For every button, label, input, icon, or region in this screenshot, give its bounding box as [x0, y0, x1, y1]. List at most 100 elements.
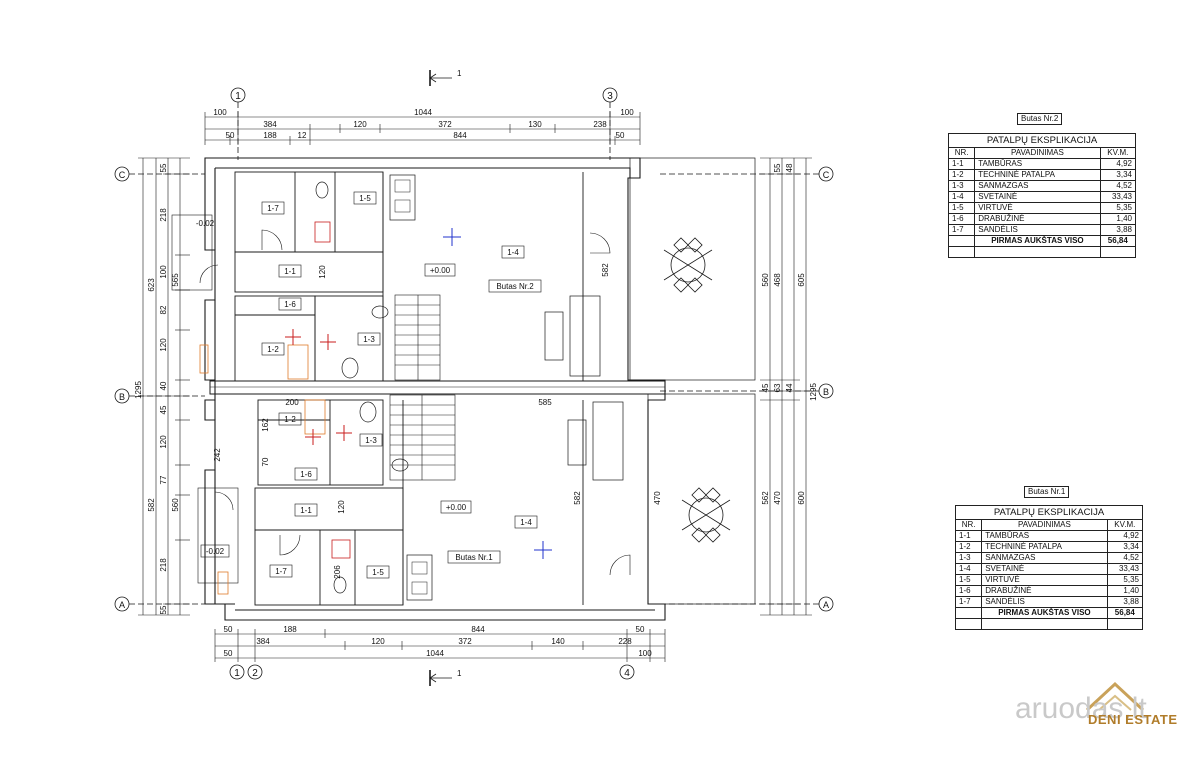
axis-marker-row-c-right: C — [660, 166, 834, 182]
svg-text:50: 50 — [616, 131, 625, 140]
table2-header-nr: NR. — [947, 147, 976, 159]
axis-marker-row-b-right: B — [660, 383, 834, 399]
table2-caption: Butas Nr.2 — [1017, 113, 1063, 125]
svg-text:238: 238 — [593, 120, 607, 129]
svg-text:120: 120 — [159, 435, 168, 449]
svg-text:1: 1 — [234, 668, 240, 679]
svg-text:A: A — [119, 600, 125, 610]
apartment-1-plan — [197, 394, 631, 606]
svg-text:623: 623 — [147, 278, 156, 292]
svg-text:100: 100 — [620, 108, 634, 117]
apt2-boiler — [287, 344, 309, 380]
building-walls — [204, 157, 756, 621]
svg-text:100: 100 — [638, 649, 652, 658]
axis-marker-bottom-1: 1 — [229, 664, 245, 680]
svg-text:55: 55 — [773, 163, 782, 172]
svg-text:600: 600 — [797, 491, 806, 505]
svg-text:3: 3 — [607, 91, 613, 102]
apt2-stairs — [394, 294, 441, 381]
svg-text:A: A — [823, 600, 829, 610]
svg-text:565: 565 — [171, 273, 180, 287]
svg-text:585: 585 — [538, 398, 552, 407]
svg-text:470: 470 — [653, 491, 662, 505]
svg-text:63: 63 — [773, 383, 782, 392]
table1-caption: Butas Nr.1 — [1024, 486, 1070, 498]
apt1-label: Butas Nr.1 — [455, 553, 493, 562]
svg-text:120: 120 — [371, 637, 385, 646]
apt1-stairs — [389, 394, 456, 481]
table1-header-nr: NR. — [954, 519, 983, 531]
dimensions-left: 1295 623 582 55 218 100 82 120 40 45 120… — [134, 157, 222, 616]
svg-text:50: 50 — [226, 131, 235, 140]
svg-text:45: 45 — [159, 405, 168, 414]
section-mark-top: 1 — [429, 69, 462, 86]
svg-text:C: C — [119, 170, 126, 180]
svg-text:384: 384 — [263, 120, 277, 129]
svg-text:12: 12 — [298, 131, 307, 140]
svg-text:844: 844 — [471, 625, 485, 634]
svg-text:-0.02: -0.02 — [196, 219, 215, 228]
table1-header-name: PAVADINIMAS — [981, 519, 1108, 531]
svg-text:1044: 1044 — [426, 649, 444, 658]
svg-text:50: 50 — [636, 625, 645, 634]
table2-header-area: KV.M. — [1099, 147, 1137, 159]
svg-text:582: 582 — [147, 498, 156, 512]
apt2-room-1-7: 1-7 — [267, 204, 279, 213]
svg-text:82: 82 — [159, 305, 168, 314]
svg-text:162: 162 — [261, 418, 270, 432]
svg-text:130: 130 — [528, 120, 542, 129]
apartment-2-plan — [171, 171, 611, 382]
svg-text:605: 605 — [797, 273, 806, 287]
svg-text:40: 40 — [159, 381, 168, 390]
apt1-room-1-3: 1-3 — [365, 436, 377, 445]
room-labels: 1-7 1-5 1-1 1-4 1-6 1-2 1-3 +0.00 Butas … — [196, 191, 662, 579]
axis-markers: 1 3 1 2 4 C C B B — [114, 87, 834, 680]
room-table-apt2: PATALPŲ EKSPLIKACIJA NR. PAVADINIMAS KV.… — [947, 133, 1137, 258]
svg-text:55: 55 — [159, 163, 168, 172]
svg-text:B: B — [119, 392, 125, 402]
terrace-table-lower — [681, 487, 731, 543]
apt1-sink-icon — [391, 458, 409, 472]
svg-text:1044: 1044 — [414, 108, 432, 117]
table1-title: PATALPŲ EKSPLIKACIJA — [955, 505, 1143, 520]
svg-text:55: 55 — [159, 605, 168, 614]
svg-text:44: 44 — [785, 383, 794, 392]
apt2-electric-box — [314, 221, 331, 243]
table2-header-name: PAVADINIMAS — [974, 147, 1101, 159]
apt2-room-1-6: 1-6 — [284, 300, 296, 309]
svg-text:200: 200 — [285, 398, 299, 407]
dimensions-right: 1295 605 600 55 560 48 468 470 562 45 63… — [760, 157, 818, 616]
svg-text:470: 470 — [773, 491, 782, 505]
terrace-table-upper — [663, 237, 713, 293]
apt1-room-1-7: 1-7 — [275, 567, 287, 576]
apt2-room-1-3: 1-3 — [363, 335, 375, 344]
svg-text:140: 140 — [551, 637, 565, 646]
apt1-radiator — [217, 571, 229, 595]
svg-text:560: 560 — [171, 498, 180, 512]
apt1-level: +0.00 — [446, 503, 467, 512]
svg-text:100: 100 — [159, 265, 168, 279]
svg-text:206: 206 — [333, 565, 342, 579]
svg-text:45: 45 — [761, 383, 770, 392]
apt1-room-1-2: 1-2 — [284, 415, 296, 424]
watermark-brand: DENI ESTATE — [1088, 712, 1178, 727]
svg-text:188: 188 — [283, 625, 297, 634]
svg-text:384: 384 — [256, 637, 270, 646]
apt1-room-1-1: 1-1 — [300, 506, 312, 515]
svg-text:218: 218 — [159, 208, 168, 222]
axis-marker-row-a-right: A — [660, 596, 834, 612]
section-mark-bottom: 1 — [429, 669, 462, 686]
